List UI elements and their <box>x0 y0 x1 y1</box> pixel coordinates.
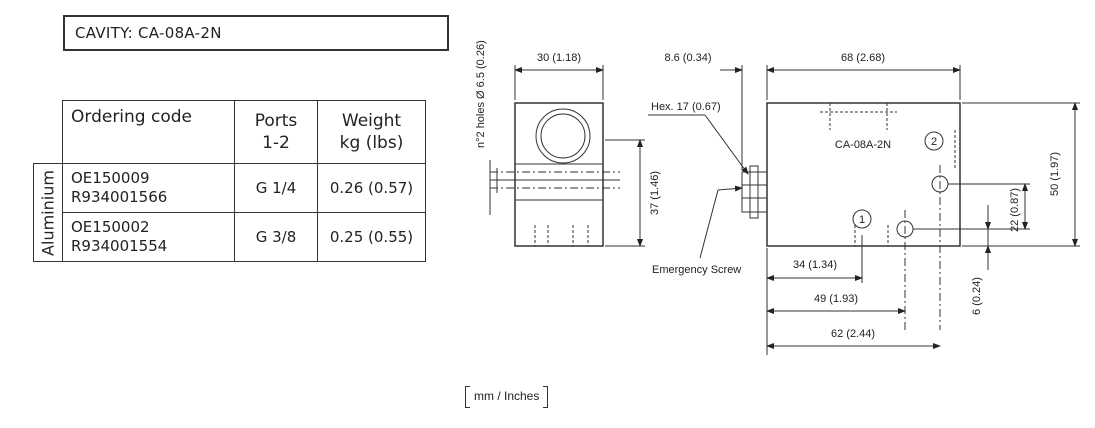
port-2-number: 2 <box>931 136 937 148</box>
port-bore-outer <box>535 108 591 164</box>
code-secondary: R934001554 <box>71 237 168 255</box>
header-weight-line2: kg (lbs) <box>339 133 404 153</box>
port-2-marker <box>924 131 944 151</box>
dim-22-label: 22 (0.87) <box>1009 188 1021 232</box>
weight-cell: 0.26 (0.57) <box>317 163 426 213</box>
holes-label: n°2 holes Ø 6.5 (0.26) <box>475 40 487 148</box>
emergency-screw-hex <box>741 171 768 213</box>
ports-cell: G 3/8 <box>234 212 318 262</box>
header-ports-line2: 1-2 <box>262 133 290 153</box>
emergency-screw-label: Emergency Screw <box>652 264 741 276</box>
dim-37-label: 37 (1.46) <box>649 171 661 215</box>
cavity-marking: CA-08A-2N <box>835 139 891 151</box>
weight-cell: 0.25 (0.55) <box>317 212 426 262</box>
dim-8-6-label: 8.6 (0.34) <box>664 52 711 64</box>
header-ordering-code: Ordering code <box>62 100 235 164</box>
code-primary: OE150002 <box>71 218 150 236</box>
code-primary: OE150009 <box>71 169 150 187</box>
dim-50-label: 50 (1.97) <box>1049 152 1061 196</box>
header-weight-line1: Weight <box>341 111 402 131</box>
dim-34-label: 34 (1.34) <box>793 259 837 271</box>
units-note: mm / Inches <box>465 386 549 408</box>
hex-label: Hex. 17 (0.67) <box>651 101 721 113</box>
port-1-number: 1 <box>859 214 865 226</box>
units-label: mm / Inches <box>474 389 540 404</box>
dim-49-label: 49 (1.93) <box>814 293 858 305</box>
side-view-block <box>514 102 604 247</box>
header-ports-line1: Ports <box>254 111 298 131</box>
cavity-label: CAVITY: CA-08A-2N <box>63 15 449 51</box>
dim-6-label: 6 (0.24) <box>971 277 983 315</box>
code-secondary: R934001566 <box>71 188 168 206</box>
port-bore-inner <box>540 113 586 159</box>
port-1-marker <box>852 209 872 229</box>
dim-30-label: 30 (1.18) <box>537 52 581 64</box>
ports-cell: G 1/4 <box>234 163 318 213</box>
dim-62-label: 62 (2.44) <box>831 328 875 340</box>
material-cell: Aluminium <box>33 163 63 262</box>
dim-68-label: 68 (2.68) <box>841 52 885 64</box>
